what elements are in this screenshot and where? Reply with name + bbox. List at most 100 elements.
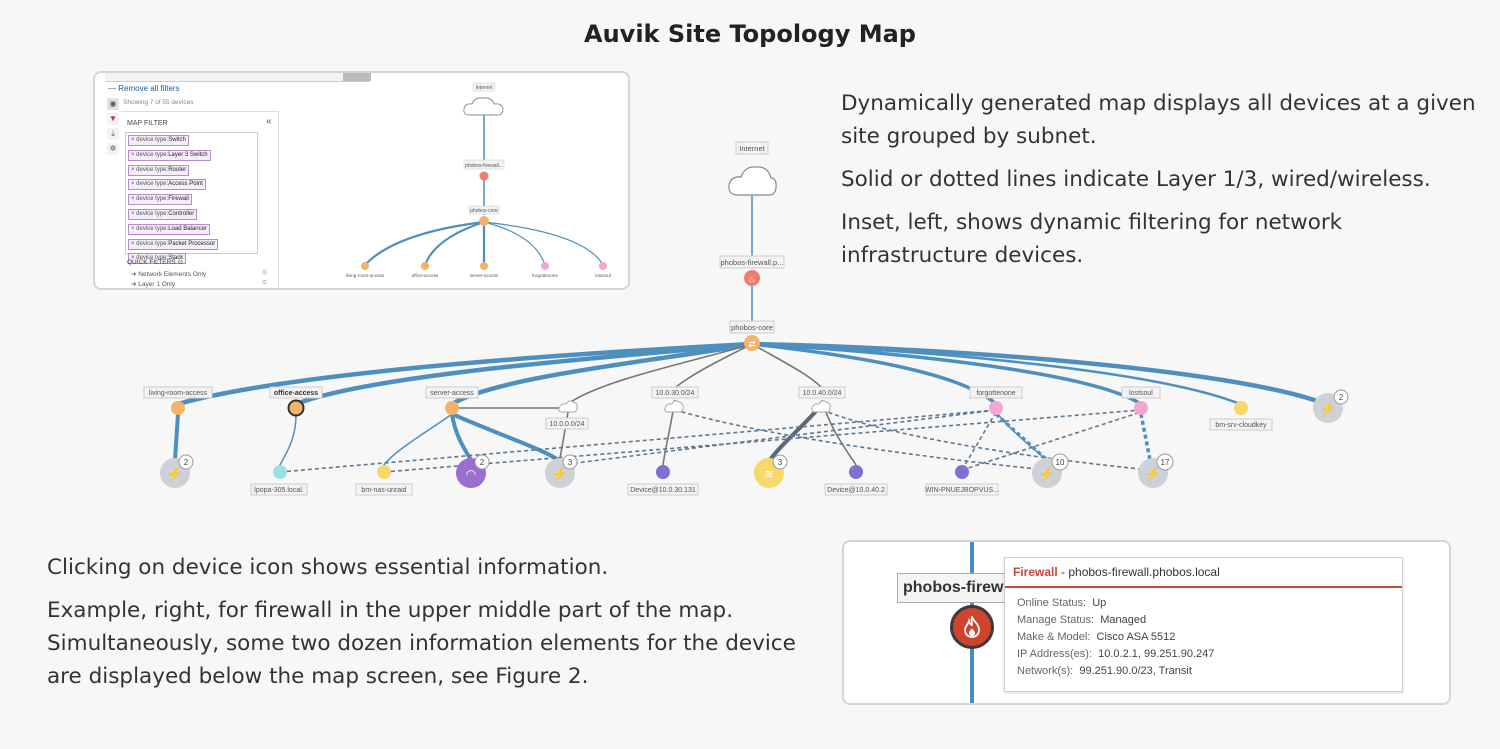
count-badge-text: 3 — [778, 458, 783, 467]
inset-switch-icon[interactable] — [361, 262, 369, 270]
stack-icon[interactable] — [754, 458, 784, 488]
wireless-link — [961, 411, 997, 471]
laptop-icon[interactable] — [273, 465, 287, 479]
info-key: Manage Status: — [1017, 614, 1095, 626]
count-badge — [178, 454, 194, 470]
filter-chip[interactable]: × device type: Load Balancer — [128, 223, 210, 235]
device-group-icon[interactable] — [1313, 393, 1343, 423]
filter-chip[interactable]: × device type: Controller — [128, 208, 198, 220]
node-label-bg — [1121, 386, 1161, 399]
inset-cloud-icon — [463, 97, 504, 116]
switch-label: living-room-access — [149, 390, 208, 397]
collapse-icon[interactable]: « — [266, 116, 272, 127]
filter-chip-value: Layer 3 Switch — [168, 151, 208, 158]
download-icon[interactable]: ⤓ — [107, 128, 119, 140]
link-core-lostsoul — [750, 342, 1143, 406]
description-paragraph: Clicking on device icon shows essential … — [47, 555, 609, 580]
subnet-cloud-icon[interactable] — [811, 400, 831, 413]
count-badge-text: 3 — [568, 458, 573, 467]
count-badge-text: 17 — [1161, 458, 1170, 467]
filter-chip[interactable]: × device type: Stack — [128, 253, 187, 265]
info-row: Make & Model: Cisco ASA 5512 — [1017, 629, 1402, 646]
switch-label: forgottenone — [976, 390, 1015, 397]
node-label-bg — [1209, 418, 1273, 431]
filter-chip[interactable]: × device type: Switch — [128, 135, 189, 146]
info-row: Online Status: Up — [1017, 595, 1402, 612]
device-group-icon[interactable] — [1138, 458, 1168, 488]
quick-filter-layer1[interactable]: ➔ Layer 1 Only — [131, 281, 176, 288]
subnet-cloud-icon[interactable] — [664, 400, 684, 413]
filter-chip[interactable]: × device type: Layer 3 Switch — [128, 149, 211, 161]
inset-access-point-icon[interactable] — [541, 262, 549, 270]
inset-link — [364, 220, 485, 266]
device-group-icon[interactable] — [545, 458, 575, 488]
switch-labels: living-room-access office-access server-… — [143, 386, 1161, 399]
filter-chip[interactable]: × device type: Firewall — [128, 194, 192, 206]
bolt-icon: ⚡ — [1320, 401, 1336, 417]
remove-all-filters-link[interactable]: — Remove all filters — [108, 84, 180, 93]
wireless-link — [994, 412, 1049, 462]
gauge-device-icon[interactable] — [456, 458, 486, 488]
filter-chip[interactable]: × device type: Router — [128, 164, 190, 176]
link-switch-leaf — [383, 413, 453, 466]
quick-filter-toggle-icon[interactable]: ⊙ — [262, 270, 268, 276]
device-group-icon[interactable] — [1032, 458, 1062, 488]
gauge-icon: ◠ — [466, 467, 476, 481]
quick-filter-toggle-icon[interactable]: ⊙ — [262, 280, 268, 286]
filter-chip-value: Controller — [168, 210, 195, 217]
inset-access-point-icon[interactable] — [599, 262, 607, 270]
count-badge-text: 2 — [480, 458, 485, 467]
inset-firewall-icon[interactable] — [479, 171, 489, 181]
inset-switch-icon[interactable] — [421, 262, 429, 270]
core-label: phobos-core — [731, 323, 773, 332]
filter-chip-value: Firewall — [168, 196, 189, 203]
inset-switch-icon[interactable] — [480, 262, 488, 270]
filter-inset: — Remove all filters Showing 7 of 55 dev… — [93, 71, 630, 290]
leaf-label: WIN-PNUEJBOPVUS... — [925, 487, 999, 494]
filter-chip-value: Access Point — [168, 181, 203, 188]
device-icon[interactable] — [656, 465, 670, 479]
quick-filter-network-elements[interactable]: ➔ Network Elements Only — [131, 271, 207, 278]
cloudkey-icon[interactable] — [1234, 401, 1248, 415]
map-filter-panel: MAP FILTER « × device type: Switch× devi… — [121, 111, 279, 288]
wireless-link — [674, 409, 1048, 471]
subnet-cloud-icon[interactable] — [558, 400, 578, 413]
info-key: IP Address(es): — [1017, 648, 1092, 660]
filter-chip[interactable]: × device type: Access Point — [128, 179, 206, 191]
node-label-bg — [651, 386, 699, 399]
inset-core-switch-icon[interactable] — [479, 216, 489, 226]
filter-chip-value: Stack — [168, 255, 184, 262]
node-label-bg — [798, 386, 846, 399]
scrollbar[interactable] — [343, 73, 371, 81]
inset-leaf-label: living-room-access — [346, 273, 385, 278]
layers-icon: ≋ — [764, 467, 774, 481]
switch-arrows-icon: ⇄ — [748, 339, 756, 349]
bolt-icon: ⚡ — [1039, 466, 1055, 482]
count-badge — [1051, 453, 1069, 471]
firewall-icon[interactable] — [950, 605, 994, 649]
access-point-icon[interactable] — [1134, 401, 1148, 415]
switch-icon[interactable] — [287, 399, 305, 417]
description-paragraph: Solid or dotted lines indicate Layer 1/3… — [841, 167, 1431, 192]
access-point-icon[interactable] — [989, 401, 1003, 415]
inset-leaves: living-room-access office-access server-… — [346, 262, 611, 278]
core-switch-icon[interactable] — [744, 335, 760, 351]
leaf-label: lpopa-305.local. — [254, 487, 303, 494]
eye-icon[interactable]: ◉ — [107, 98, 119, 110]
device-icon[interactable] — [849, 465, 863, 479]
search-bar[interactable] — [105, 73, 370, 82]
subnet-label: 10.0.40.0/24 — [803, 390, 842, 397]
switch-icon[interactable] — [445, 401, 459, 415]
nas-icon[interactable] — [377, 465, 391, 479]
switch-icon[interactable] — [171, 401, 185, 415]
subnet-label: 10.0.0.0/24 — [549, 421, 584, 428]
funnel-icon[interactable]: ▼ — [107, 113, 119, 125]
filter-chip-prefix: × device type: — [131, 166, 169, 173]
link-subnet-stack — [768, 402, 824, 462]
device-group-icon[interactable] — [160, 458, 190, 488]
node-label-bg — [545, 417, 589, 430]
firewall-icon[interactable] — [744, 270, 760, 286]
device-icon[interactable] — [955, 465, 969, 479]
filter-chip[interactable]: × device type: Packet Processor — [128, 238, 219, 250]
gear-icon[interactable]: ✲ — [107, 143, 119, 155]
